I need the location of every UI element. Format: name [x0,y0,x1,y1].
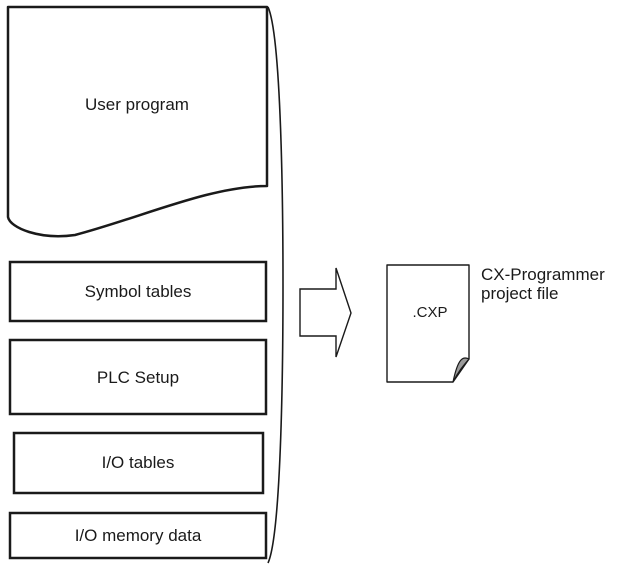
file-page-curl [452,357,470,383]
user-program-document-shape [6,5,269,238]
io-memory-data-label: I/O memory data [75,526,202,545]
symbol-tables-node: Symbol tables [8,260,268,323]
file-caption-line-1: CX-Programmer [481,265,605,284]
symbol-tables-box [8,260,268,323]
io-tables-node: I/O tables [12,431,265,495]
io-tables-label: I/O tables [102,453,175,472]
project-file-node: .CXP [386,264,470,383]
symbol-tables-label: Symbol tables [85,282,192,301]
plc-setup-node: PLC Setup [8,338,268,416]
plc-setup-box [8,338,268,416]
file-document-shape [386,264,470,383]
file-caption-line-2: project file [481,284,558,303]
io-memory-data-node: I/O memory data [8,511,268,560]
user-program-label: User program [85,95,189,114]
file-extension-label: .CXP [412,304,447,321]
plc-setup-label: PLC Setup [97,368,179,387]
block-arrow [299,267,352,358]
io-memory-data-box [8,511,268,560]
io-tables-box [12,431,265,495]
user-program-node: User program [6,5,269,238]
grouping-brace [267,6,284,564]
